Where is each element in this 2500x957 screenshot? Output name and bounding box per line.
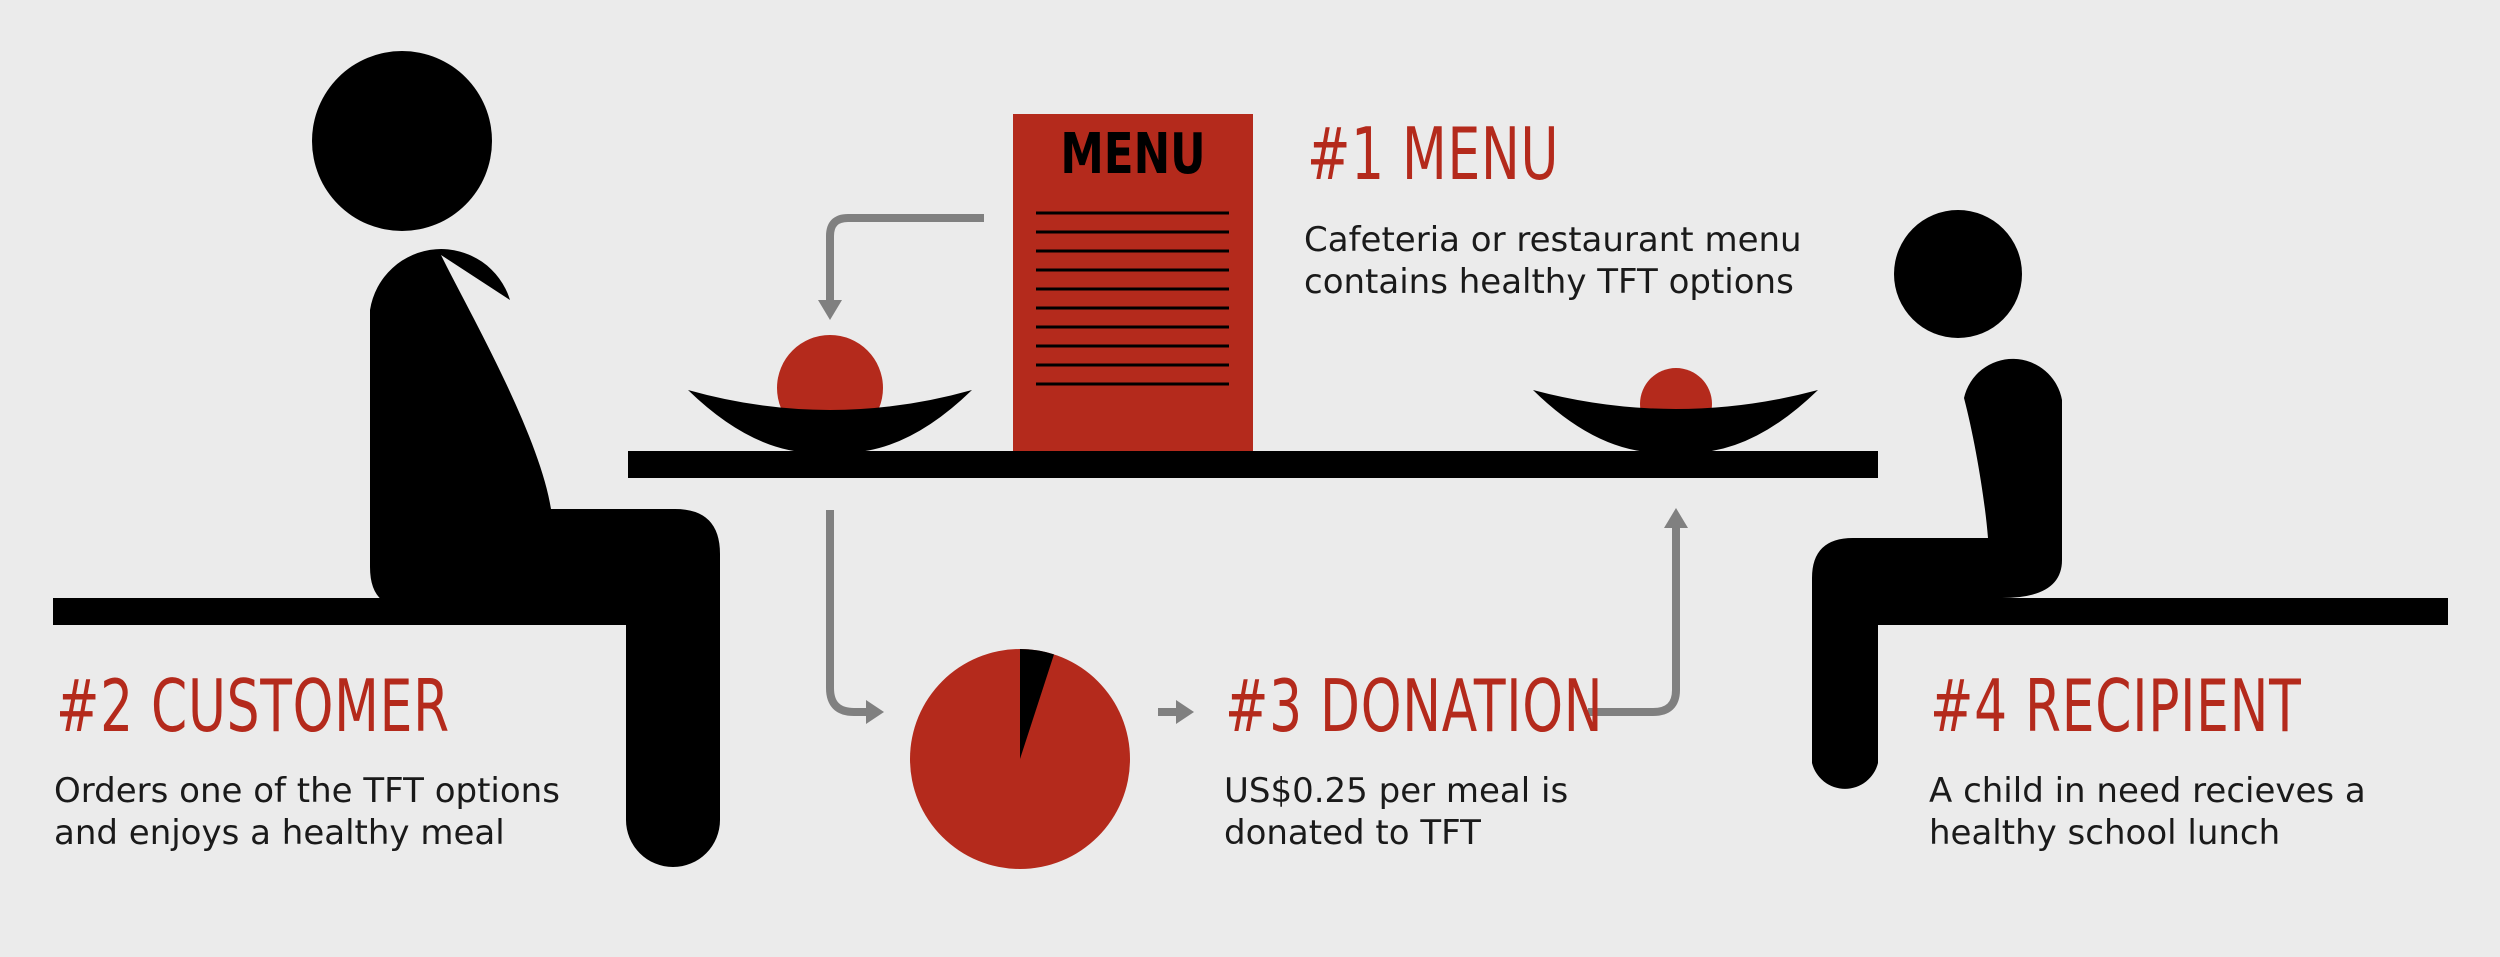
customer-step-line-2: and enjoys a healthy meal: [54, 813, 505, 853]
donation-arrow-icon: [1158, 700, 1194, 724]
customer-step-line-1: Orders one of the TFT options: [54, 771, 560, 811]
recipient-step-title: #4 RECIPIENT: [1930, 664, 2302, 748]
donation-step-line-1: US$0.25 per meal is: [1224, 771, 1569, 811]
donation-pie-icon: [910, 649, 1130, 869]
recipient-step-line-1: A child in need recieves a: [1929, 771, 2366, 811]
meal-bowl-icon: [688, 335, 972, 453]
menu-step-description: Cafeteria or restaurant menu contains he…: [1304, 219, 1802, 303]
table: [628, 451, 1878, 478]
recipient-step-line-2: healthy school lunch: [1929, 813, 2281, 853]
customer-step-description: Orders one of the TFT options and enjoys…: [54, 770, 560, 854]
donation-step-title: #3 DONATION: [1225, 664, 1604, 748]
menu-step-line-2: contains healthy TFT options: [1304, 262, 1794, 302]
donation-step-description: US$0.25 per meal is donated to TFT: [1224, 770, 1568, 854]
recipient-step-description: A child in need recieves a healthy schoo…: [1929, 770, 2366, 854]
order-arrow-icon: [826, 510, 884, 724]
recipient-figure-icon: [1812, 210, 2062, 789]
flow-arrow-icon: [818, 214, 984, 320]
donation-step-line-2: donated to TFT: [1224, 813, 1481, 853]
delivery-arrow-icon: [1588, 508, 1688, 716]
menu-step-title: #1 MENU: [1307, 112, 1560, 196]
menu-card-heading: MENU: [1060, 122, 1206, 187]
customer-figure-icon: [312, 51, 720, 867]
customer-step-title: #2 CUSTOMER: [56, 664, 450, 748]
donated-share-slice: [1020, 649, 1054, 759]
menu-step-line-1: Cafeteria or restaurant menu: [1304, 220, 1802, 260]
recipient-bench: [1878, 598, 2448, 625]
menu-card-icon: [1013, 114, 1253, 451]
recipient-meal-bowl-icon: [1533, 368, 1818, 453]
